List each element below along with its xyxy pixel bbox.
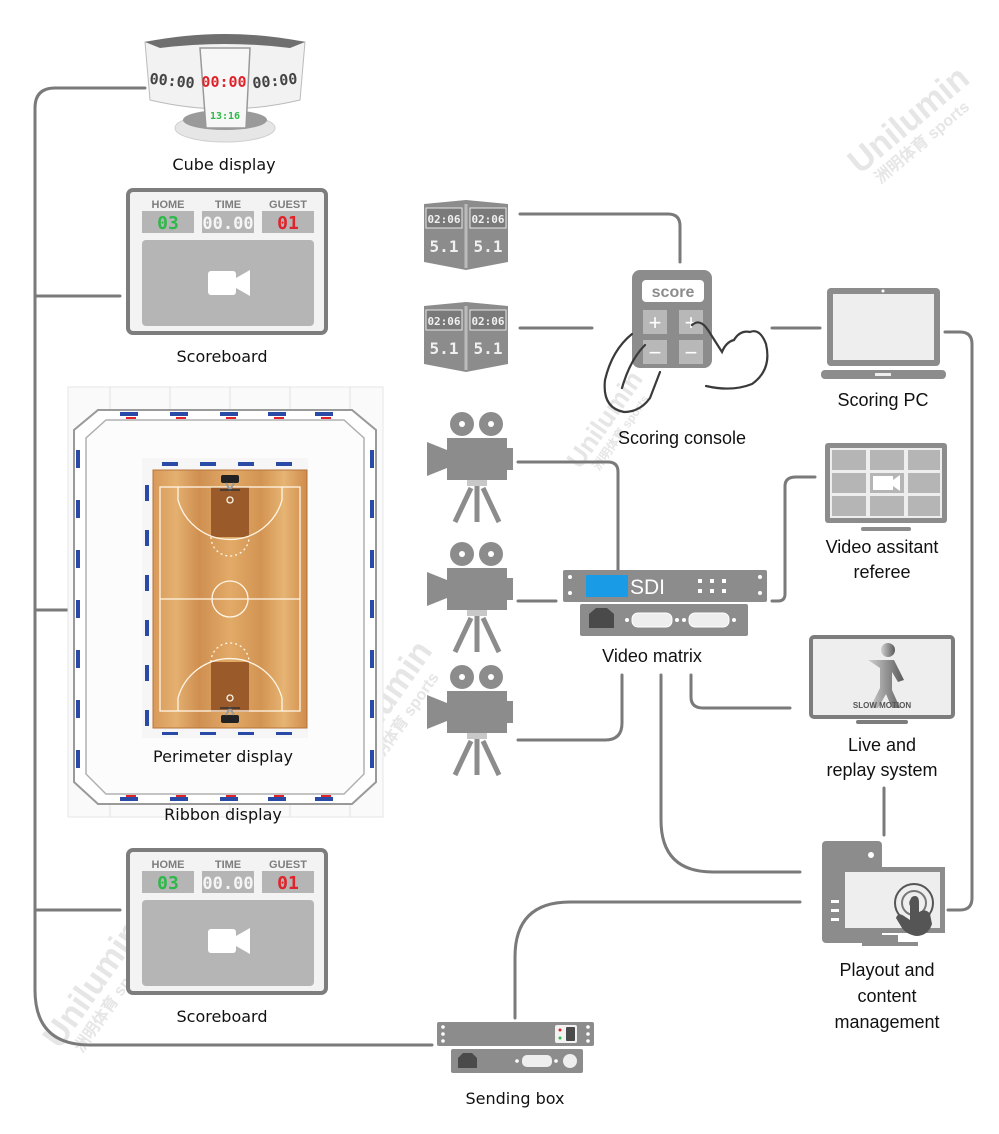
cube-center-face: 00:00 bbox=[201, 73, 246, 91]
sending-box[interactable] bbox=[437, 1022, 594, 1073]
guest-label: GUEST bbox=[269, 859, 307, 871]
guest-score: 01 bbox=[277, 873, 299, 894]
scoring-pc-label: Scoring PC bbox=[837, 390, 928, 410]
basketball-court bbox=[152, 469, 308, 729]
live-replay-label-line2: replay system bbox=[826, 760, 937, 780]
console-key-minus: − bbox=[685, 340, 698, 365]
sdi-port bbox=[625, 612, 679, 628]
hand-icon bbox=[603, 321, 769, 414]
ribbon-logos bbox=[76, 412, 374, 801]
scoring-console[interactable]: score + + − − bbox=[603, 270, 769, 414]
guest-score: 01 bbox=[277, 213, 299, 234]
console-screen-text: score bbox=[652, 284, 695, 301]
link-pc-playout bbox=[943, 330, 974, 912]
cube-clock: 13:16 bbox=[210, 111, 240, 122]
scoring-pc[interactable] bbox=[821, 288, 946, 379]
link-camera-3 bbox=[516, 673, 624, 742]
connections bbox=[33, 86, 974, 1047]
home-label: HOME bbox=[152, 199, 185, 211]
console-key-plus: + bbox=[649, 310, 662, 335]
left-bus-line bbox=[33, 86, 434, 1047]
touch-hand-icon bbox=[894, 883, 934, 936]
sdi-port bbox=[682, 612, 736, 628]
video-matrix-label: Video matrix bbox=[602, 646, 702, 666]
console-key-minus: − bbox=[649, 340, 662, 365]
sending-box-label: Sending box bbox=[465, 1089, 564, 1108]
game-time: 00.00 bbox=[202, 214, 253, 234]
camera-1[interactable] bbox=[427, 412, 513, 524]
perimeter-display[interactable] bbox=[142, 458, 308, 738]
playout-label-line1: Playout and bbox=[839, 960, 934, 980]
ribbon-display-label: Ribbon display bbox=[164, 805, 282, 824]
home-label: HOME bbox=[152, 859, 185, 871]
shot-clock-time: 02:06 bbox=[471, 315, 504, 328]
cube-display-label: Cube display bbox=[172, 155, 275, 174]
video-matrix[interactable]: SDI bbox=[563, 570, 767, 636]
scoreboard-top[interactable]: HOME TIME GUEST 03 00.00 01 bbox=[126, 188, 328, 335]
console-key-plus: + bbox=[685, 310, 698, 335]
scoreboard-bottom-label: Scoreboard bbox=[176, 1007, 267, 1026]
var-label-line1: Video assitant bbox=[826, 537, 939, 557]
game-time: 00.00 bbox=[202, 874, 253, 894]
shot-clock-value: 5.1 bbox=[430, 339, 459, 358]
link-camera-1 bbox=[516, 460, 620, 572]
camera-3[interactable] bbox=[427, 665, 513, 777]
shot-clock-2[interactable]: 02:06 02:06 5.1 5.1 bbox=[424, 302, 508, 372]
scoreboard-bottom[interactable]: HOME TIME GUEST 03 00.00 01 bbox=[126, 848, 328, 995]
playout-content-management[interactable] bbox=[822, 841, 945, 946]
slow-motion-text: SLOW MOTION bbox=[853, 701, 911, 710]
cube-left-face: 00:00 bbox=[149, 70, 196, 93]
shot-clock-value: 5.1 bbox=[474, 339, 503, 358]
home-score: 03 bbox=[157, 873, 179, 894]
shot-clock-value: 5.1 bbox=[430, 237, 459, 256]
camera-2[interactable] bbox=[427, 542, 513, 654]
video-camera-icon bbox=[208, 270, 250, 296]
video-assistant-referee[interactable] bbox=[825, 443, 947, 531]
ribbon-display[interactable] bbox=[67, 386, 384, 818]
link-playout-sending bbox=[513, 900, 802, 1020]
shot-clock-1[interactable]: 02:06 02:06 5.1 5.1 bbox=[424, 200, 508, 270]
video-camera-icon bbox=[208, 928, 250, 954]
scoring-console-label: Scoring console bbox=[618, 428, 746, 448]
sdi-label: SDI bbox=[630, 576, 665, 599]
time-label: TIME bbox=[215, 199, 241, 211]
video-camera-icon bbox=[873, 475, 900, 491]
link-matrix-var bbox=[770, 475, 817, 603]
playout-label-line2: content bbox=[857, 986, 916, 1006]
link-matrix-replay bbox=[689, 673, 792, 710]
link-shotclock-1 bbox=[518, 212, 682, 264]
cube-display[interactable]: 00:00 00:00 00:00 13:16 bbox=[144, 34, 306, 143]
shot-clock-value: 5.1 bbox=[474, 237, 503, 256]
guest-label: GUEST bbox=[269, 199, 307, 211]
shot-clock-time: 02:06 bbox=[427, 213, 460, 226]
time-label: TIME bbox=[215, 859, 241, 871]
link-matrix-playout bbox=[659, 673, 802, 874]
walking-person-icon bbox=[868, 643, 904, 708]
shot-clock-time: 02:06 bbox=[427, 315, 460, 328]
playout-label-line3: management bbox=[834, 1012, 939, 1032]
shot-clock-time: 02:06 bbox=[471, 213, 504, 226]
home-score: 03 bbox=[157, 213, 179, 234]
cube-right-face: 00:00 bbox=[252, 70, 299, 93]
scoreboard-top-label: Scoreboard bbox=[176, 347, 267, 366]
live-replay-system[interactable]: SLOW MOTION bbox=[809, 635, 955, 724]
var-label-line2: referee bbox=[853, 562, 910, 582]
live-replay-label-line1: Live and bbox=[848, 735, 916, 755]
perimeter-display-label: Perimeter display bbox=[153, 747, 293, 766]
